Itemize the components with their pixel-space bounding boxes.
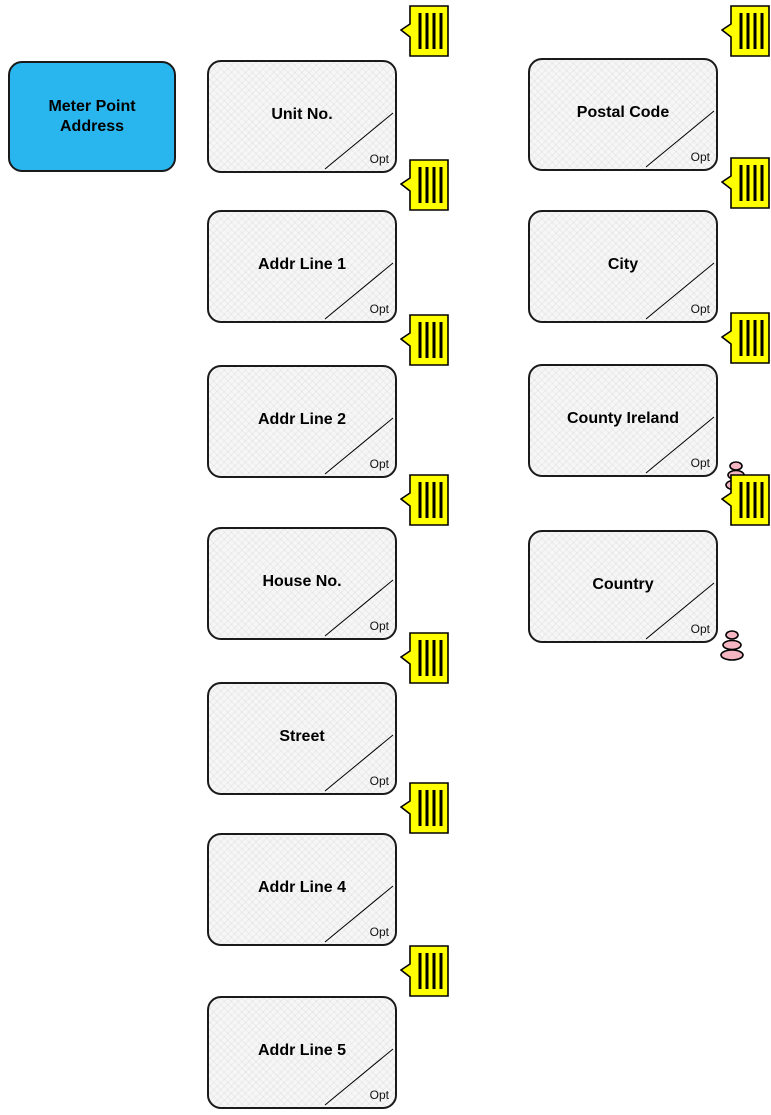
optional-corner-line	[324, 579, 394, 637]
postal-code-node[interactable]: Postal Code Opt	[528, 58, 718, 171]
optional-corner-line	[324, 734, 394, 792]
optional-marker: Opt	[369, 152, 389, 166]
optional-marker: Opt	[369, 774, 389, 788]
optional-marker: Opt	[369, 302, 389, 316]
optional-marker: Opt	[369, 925, 389, 939]
optional-marker: Opt	[369, 1088, 389, 1102]
optional-marker: Opt	[690, 302, 710, 316]
optional-marker: Opt	[369, 457, 389, 471]
addr-line-2-node[interactable]: Addr Line 2 Opt	[207, 365, 397, 478]
meter-point-address-label: Meter Point Address	[48, 97, 136, 135]
entity-label: Unit No.	[271, 106, 333, 123]
optional-corner-line	[324, 885, 394, 943]
optional-corner-line	[645, 416, 715, 474]
entity-label: House No.	[262, 573, 342, 590]
note-icon[interactable]	[400, 780, 450, 836]
county-ireland-node[interactable]: County Ireland Opt	[528, 364, 718, 477]
note-icon[interactable]	[721, 155, 771, 211]
optional-corner-line	[645, 262, 715, 320]
note-icon[interactable]	[721, 310, 771, 366]
optional-marker: Opt	[690, 456, 710, 470]
addr-line-5-node[interactable]: Addr Line 5 Opt	[207, 996, 397, 1109]
entity-label: City	[607, 256, 639, 273]
unit-no-node[interactable]: Unit No. Opt	[207, 60, 397, 173]
optional-marker: Opt	[690, 150, 710, 164]
note-icon[interactable]	[400, 472, 450, 528]
addr-line-1-node[interactable]: Addr Line 1 Opt	[207, 210, 397, 323]
note-icon[interactable]	[721, 3, 771, 59]
entity-label: Country	[592, 576, 654, 593]
city-node[interactable]: City Opt	[528, 210, 718, 323]
optional-corner-line	[324, 112, 394, 170]
optional-marker: Opt	[690, 622, 710, 636]
meter-point-address-node[interactable]: Meter Point Address	[8, 61, 176, 172]
note-icon[interactable]	[400, 630, 450, 686]
note-icon[interactable]	[400, 943, 450, 999]
street-node[interactable]: Street Opt	[207, 682, 397, 795]
country-node[interactable]: Country Opt	[528, 530, 718, 643]
note-icon[interactable]	[400, 312, 450, 368]
entity-label: Addr Line 4	[257, 879, 346, 896]
entity-label: Addr Line 2	[257, 411, 346, 428]
note-icon[interactable]	[400, 157, 450, 213]
entity-label: Addr Line 1	[257, 256, 346, 273]
optional-corner-line	[645, 582, 715, 640]
optional-corner-line	[645, 110, 715, 168]
stack-icon	[720, 630, 744, 661]
optional-corner-line	[324, 1048, 394, 1106]
optional-corner-line	[324, 417, 394, 475]
entity-label: Postal Code	[576, 104, 670, 121]
entity-label: Addr Line 5	[257, 1042, 346, 1059]
house-no-node[interactable]: House No. Opt	[207, 527, 397, 640]
entity-label: County Ireland	[566, 410, 679, 427]
note-icon[interactable]	[721, 472, 771, 528]
optional-marker: Opt	[369, 619, 389, 633]
note-icon[interactable]	[400, 3, 450, 59]
optional-corner-line	[324, 262, 394, 320]
entity-label: Street	[279, 728, 325, 745]
addr-line-4-node[interactable]: Addr Line 4 Opt	[207, 833, 397, 946]
